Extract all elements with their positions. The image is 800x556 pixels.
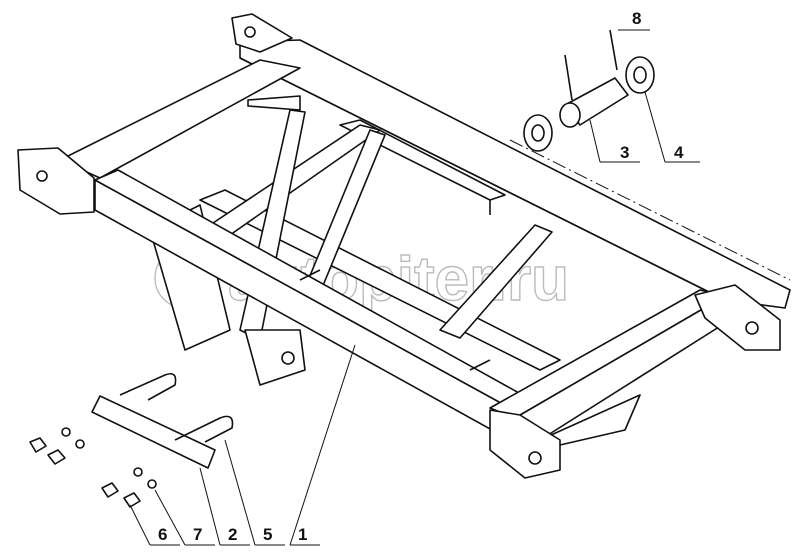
callout-2: 2: [228, 525, 237, 544]
callout-1: 1: [298, 525, 307, 544]
callout-3: 3: [620, 143, 629, 162]
rear-beam: [231, 13, 791, 309]
callout-7: 7: [193, 525, 202, 544]
callout-5: 5: [263, 525, 272, 544]
callout-8: 8: [632, 9, 641, 28]
pin-assembly: [509, 29, 791, 281]
callout-4: 4: [674, 143, 684, 162]
right-cross-tube: [489, 284, 781, 479]
clamp-assembly: [29, 372, 234, 508]
left-cross-tube: [17, 59, 301, 215]
braces: [149, 95, 553, 386]
callout-6: 6: [158, 525, 167, 544]
leader-lines: [129, 29, 700, 546]
